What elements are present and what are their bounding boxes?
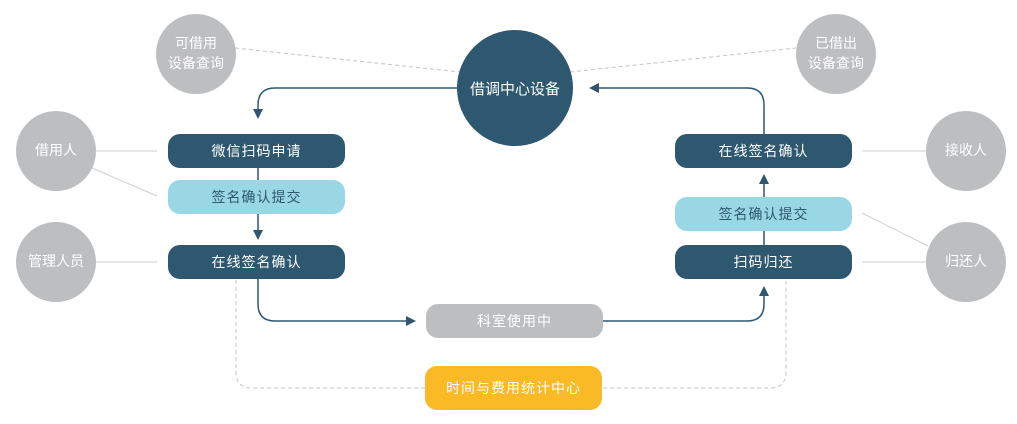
arrow-confirm-to-hub — [589, 83, 765, 134]
link-borrower-step2 — [91, 167, 158, 197]
dashed-loop-stats — [235, 280, 787, 389]
role-receiver-label: 接收人 — [945, 143, 987, 159]
step-sign-submit-right-label: 签名确认提交 — [718, 207, 809, 223]
step-online-sign-confirm-right: 在线签名确认 — [675, 134, 852, 168]
hub-circle: 借调中心设备 — [457, 30, 573, 146]
lent-device-query[interactable]: 已借出 设备查询 — [796, 14, 876, 94]
role-borrower-label: 借用人 — [35, 143, 77, 159]
step-scan-return: 扫码归还 — [675, 245, 852, 279]
hub-label: 借调中心设备 — [469, 79, 560, 98]
role-manager-label: 管理人员 — [28, 254, 84, 270]
available-query-line1: 可借用 — [175, 36, 217, 52]
step-wechat-scan-apply-label: 微信扫码申请 — [211, 144, 302, 160]
department-in-use: 科室使用中 — [426, 304, 603, 338]
step-online-sign-confirm-right-label: 在线签名确认 — [718, 144, 809, 160]
time-cost-stats-center[interactable]: 时间与费用统计中心 — [425, 366, 602, 410]
role-manager: 管理人员 — [16, 222, 96, 302]
dashed-link-left-query — [234, 47, 461, 73]
step-scan-return-label: 扫码归还 — [733, 255, 794, 271]
role-returner: 归还人 — [926, 222, 1006, 302]
step-sign-submit-right: 签名确认提交 — [675, 197, 852, 231]
arrow-in-use-to-scan — [603, 286, 769, 322]
arrow-confirm-to-in-use — [257, 279, 416, 326]
role-receiver: 接收人 — [926, 111, 1006, 191]
time-cost-stats-center-label: 时间与费用统计中心 — [446, 381, 581, 397]
link-returner-submit — [861, 212, 929, 247]
lent-query-line1: 已借出 — [815, 36, 857, 52]
dashed-link-right-query — [569, 47, 797, 73]
step-sign-submit-left: 签名确认提交 — [168, 180, 345, 214]
department-in-use-label: 科室使用中 — [477, 314, 552, 330]
role-borrower: 借用人 — [16, 111, 96, 191]
lent-query-line2: 设备查询 — [808, 56, 864, 72]
arrow-hub-to-apply — [253, 87, 458, 119]
available-query-line2: 设备查询 — [168, 56, 224, 72]
step-online-sign-confirm-left-label: 在线签名确认 — [211, 255, 302, 271]
role-returner-label: 归还人 — [945, 254, 987, 270]
step-wechat-scan-apply: 微信扫码申请 — [168, 134, 345, 168]
step-sign-submit-left-label: 签名确认提交 — [211, 190, 302, 206]
step-online-sign-confirm-left: 在线签名确认 — [168, 245, 345, 279]
available-device-query[interactable]: 可借用 设备查询 — [156, 14, 236, 94]
